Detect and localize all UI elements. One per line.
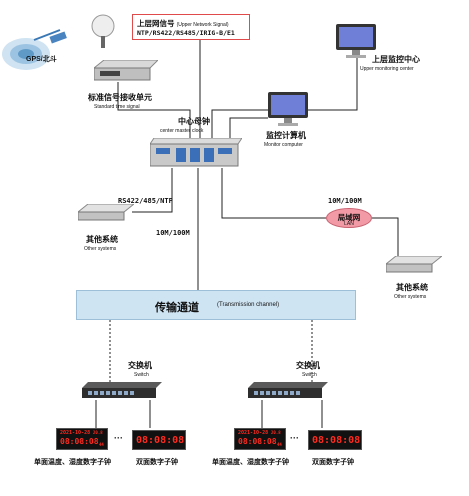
left-single-clock-label: 单面温度、湿度数字子钟 xyxy=(34,459,111,466)
right-double-clock-label: 双面数字子钟 xyxy=(312,459,354,466)
upper-center-label-zh: 上层监控中心 xyxy=(372,55,420,64)
satellite-icon xyxy=(2,29,67,70)
link-rs-ntp-label: RS422/485/NTP xyxy=(118,197,173,205)
upper-signal-box: 上层网信号 (Upper Network Signal) NTP/RS422/R… xyxy=(132,14,250,40)
line-master-lan xyxy=(221,168,326,219)
monitor-pc-label-zh: 监控计算机 xyxy=(266,131,306,140)
switch-right-label-en: Switch xyxy=(302,372,317,378)
line-master-other-left xyxy=(132,168,173,213)
left-single-clock-humi: 44 xyxy=(99,442,104,447)
right-double-clock-time: 08:08:08 xyxy=(312,435,361,446)
receiver-device-icon xyxy=(94,60,158,81)
right-ellipsis: ··· xyxy=(290,433,299,443)
lan-label-en: LAN xyxy=(344,221,354,227)
monitor-computer-icon xyxy=(268,92,308,126)
left-ellipsis: ··· xyxy=(114,433,123,443)
right-single-clock-humi: 44 xyxy=(277,442,282,447)
master-clock-label-zh: 中心母钟 xyxy=(178,117,210,126)
right-single-clock-label: 单面温度、湿度数字子钟 xyxy=(212,459,289,466)
transmission-channel: 传输通道 (Transmission channel) xyxy=(76,290,356,320)
master-clock-label-en: center master clock xyxy=(160,128,204,134)
upper-signal-title-zh: 上层网信号 xyxy=(137,19,175,28)
switch-left-label-en: Switch xyxy=(134,372,149,378)
left-double-clock: 08:08:08 xyxy=(132,430,186,450)
switch-right-icon xyxy=(248,382,328,398)
right-single-clock: 2021-10-28 08:08:08 20.8 44 xyxy=(234,428,286,450)
lan-node: 局域网 LAN xyxy=(326,208,372,228)
switch-right-label-zh: 交换机 xyxy=(296,361,320,370)
line-receiver-master xyxy=(117,82,191,138)
upper-signal-protocols: NTP/RS422/RS485/IRIG-B/E1 xyxy=(137,29,235,37)
switch-left-icon xyxy=(82,382,162,398)
monitor-pc-label-en: Monitor computer xyxy=(264,142,303,148)
link-speed-right-label: 10M/100M xyxy=(328,197,362,205)
right-double-clock: 08:08:08 xyxy=(308,430,362,450)
line-lan-other-right xyxy=(372,217,399,258)
antenna-icon xyxy=(91,14,115,48)
other-left-label-zh: 其他系统 xyxy=(86,235,118,244)
lan-label-zh: 局域网 xyxy=(337,213,361,222)
line-monitor-master xyxy=(229,117,268,138)
other-right-label-en: Other systems xyxy=(394,294,427,300)
upper-signal-title-en: (Upper Network Signal) xyxy=(176,22,229,28)
upper-center-computer-icon xyxy=(336,24,376,58)
channel-label-en: (Transmission channel) xyxy=(217,302,280,308)
master-clock-rack-icon xyxy=(150,138,242,167)
link-speed-left-label: 10M/100M xyxy=(156,229,190,237)
channel-label-zh: 传输通道 xyxy=(155,302,199,314)
right-single-clock-time: 08:08:08 xyxy=(238,437,277,446)
other-system-left-icon xyxy=(78,204,134,221)
other-right-label-zh: 其他系统 xyxy=(396,283,428,292)
left-single-clock-temp: 20.8 xyxy=(93,430,103,435)
upper-center-label-en: Upper monitoring center xyxy=(360,66,414,72)
left-double-clock-label: 双面数字子钟 xyxy=(136,459,178,466)
receiver-label-zh: 标准信号接收单元 xyxy=(88,93,152,102)
switch-left-label-zh: 交换机 xyxy=(128,361,152,370)
right-single-clock-date: 2021-10-28 xyxy=(238,430,269,436)
receiver-label-en: Standard time signal xyxy=(94,104,140,110)
gps-label: GPS/北斗 xyxy=(26,56,57,63)
left-single-clock-date: 2021-10-28 xyxy=(60,430,91,436)
upper-signal-title: 上层网信号 (Upper Network Signal) xyxy=(137,18,229,29)
left-double-clock-time: 08:08:08 xyxy=(136,435,185,446)
right-single-clock-temp: 20.8 xyxy=(271,430,281,435)
left-single-clock: 2021-10-28 08:08:08 20.8 44 xyxy=(56,428,108,450)
other-left-label-en: Other systems xyxy=(84,246,117,252)
left-single-clock-time: 08:08:08 xyxy=(60,437,99,446)
other-system-right-icon xyxy=(386,256,442,273)
